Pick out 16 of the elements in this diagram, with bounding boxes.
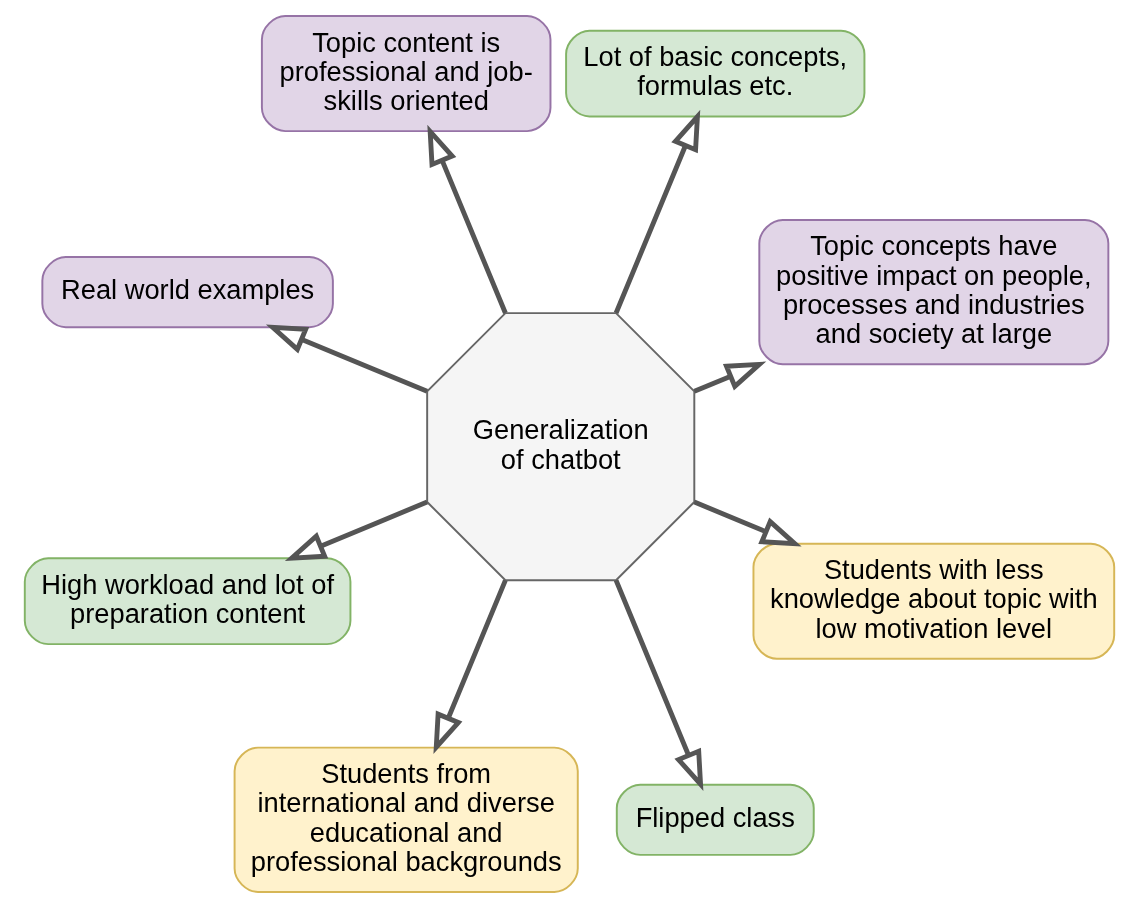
arrow xyxy=(427,124,508,314)
node-box: High workload and lot of preparation content xyxy=(23,557,352,646)
arrow xyxy=(265,324,429,394)
node-box: Real world examples xyxy=(41,256,334,329)
node-box: Students with less knowledge about topic with low motivation level xyxy=(752,542,1116,660)
node-box: Flipped class xyxy=(615,783,815,856)
arrow xyxy=(433,579,508,754)
node-box: Students from international and diverse educational and professional backgrounds xyxy=(233,746,579,893)
arrow xyxy=(693,361,767,394)
node-box: Topic content is professional and job-skills oriented xyxy=(260,15,552,133)
arrow xyxy=(613,579,704,792)
node-box: Lot of basic concepts, formulas etc. xyxy=(565,29,866,118)
arrow xyxy=(613,109,701,314)
node-box: Topic concepts have positive impact on people, processes and industries and society at large xyxy=(758,219,1110,366)
arrow xyxy=(284,499,429,561)
arrow xyxy=(693,499,802,547)
